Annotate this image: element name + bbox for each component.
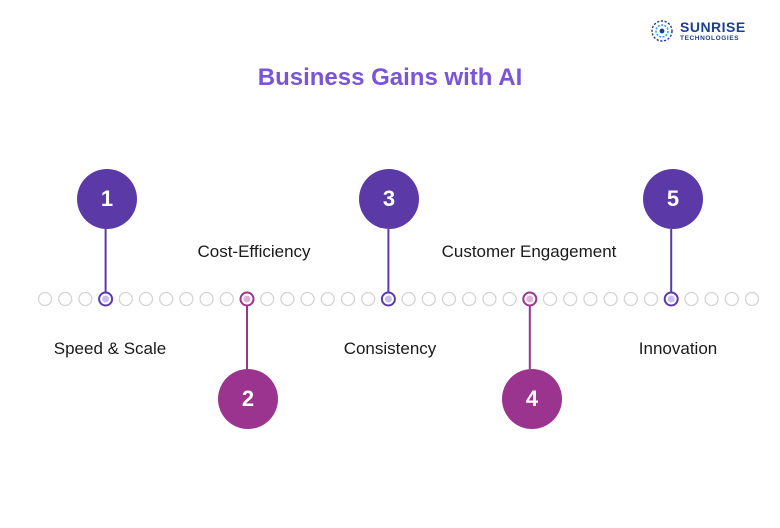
track-dot [603,291,618,307]
track-dot [542,291,558,307]
logo-sub-text: TECHNOLOGIES [680,34,740,42]
step-3-number-circle: 3 [359,169,419,229]
step-1-number: 1 [100,186,114,211]
step-1-milestone-dot-center [102,295,110,303]
track-dot [401,291,416,307]
step-3-number: 3 [382,186,396,211]
step-3-milestone-dot [380,291,396,307]
step-4-milestone-dot-center [526,295,534,303]
track-dot [462,291,477,307]
step-2-milestone-dot-center [243,295,251,303]
track-dot [219,291,234,307]
step-5-milestone-dot-center [667,295,675,303]
step-4-number-circle: 4 [502,369,562,429]
step-1-number-circle: 1 [77,169,137,229]
page-title: Business Gains with AI [257,64,523,91]
track-dot [58,291,73,307]
track-dot [361,291,376,307]
track-dot [583,291,598,307]
track-dot [744,291,760,307]
track-dot [340,291,356,307]
step-1-label: Speed & Scale [53,339,167,358]
track-dot [260,291,275,307]
step-2-label: Cost-Efficiency [197,242,311,261]
track-dot [199,291,214,307]
track-dot [421,291,436,307]
step-5-milestone-dot [663,291,679,307]
track-dot [482,291,497,307]
step-3-label: Consistency [343,339,437,358]
track-dot [684,291,699,307]
track-dot [643,291,659,307]
step-5-number: 5 [666,186,680,211]
track-dot [704,291,719,307]
track-dot [118,291,133,307]
track-dot [563,291,578,307]
step-5-number-circle: 5 [643,169,703,229]
track-dot [138,291,154,307]
step-2-number: 2 [241,386,255,411]
track-dot [441,291,457,307]
track-dot [280,291,295,307]
track-dot [724,291,739,307]
step-4-number: 4 [525,386,539,411]
track-dot [78,291,93,307]
company-logo: SUNRISE TECHNOLOGIES [650,18,746,44]
sunrise-logo-icon [651,20,673,42]
track-dot [300,291,315,307]
step-4-milestone-dot [522,291,538,307]
track-dot [37,291,53,307]
track-dot [179,291,194,307]
logo-brand-text: SUNRISE [680,18,746,35]
step-5-label: Innovation [638,339,718,358]
track-dot [623,291,638,307]
step-2-number-circle: 2 [218,369,278,429]
step-3-milestone-dot-center [384,295,392,303]
step-2-milestone-dot [239,291,255,307]
track-dot [502,291,517,307]
track-dot [159,291,174,307]
step-4-label: Customer Engagement [441,242,617,261]
step-1-milestone-dot [98,291,114,307]
track-dot [320,291,335,307]
